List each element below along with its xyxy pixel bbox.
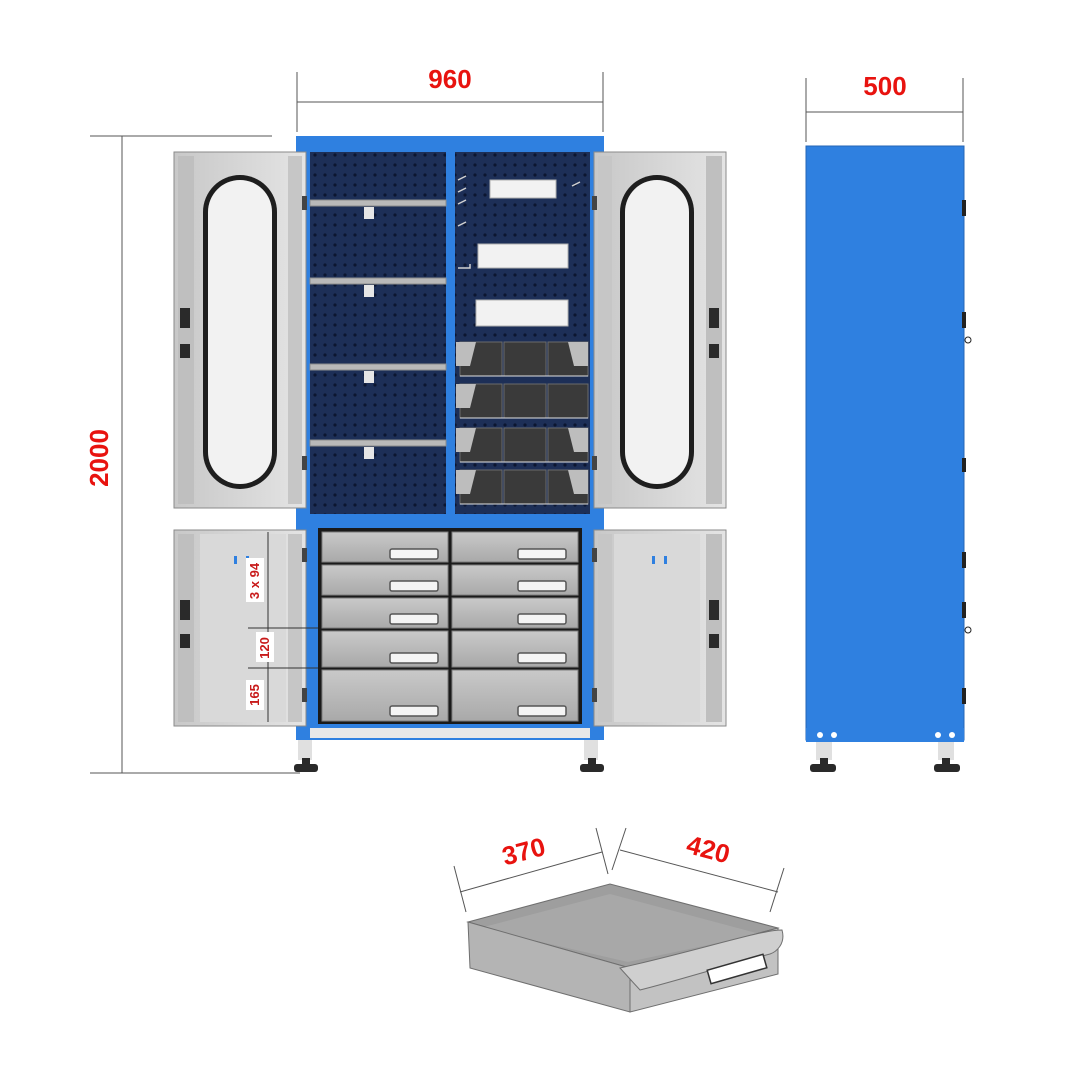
- upper-left-door: [173, 151, 307, 509]
- cabinet-front-view: [294, 136, 604, 772]
- drawer-detail-dimensions: [453, 827, 785, 913]
- lock-icon: [709, 600, 719, 648]
- lower-right-door: [592, 529, 727, 727]
- shelves: [309, 199, 447, 447]
- drawer-front-label: 3 x 94: [247, 562, 262, 599]
- leveling-foot-icon: [294, 740, 604, 772]
- width-label: 960: [428, 64, 471, 94]
- lock-icon: [709, 308, 719, 358]
- leveling-foot-icon: [810, 742, 960, 772]
- drawer-stack: [318, 528, 582, 724]
- handle-icon: [389, 548, 567, 717]
- hinge-icon: [592, 196, 597, 470]
- height-dimension: [90, 135, 300, 774]
- lock-icon: [180, 600, 190, 648]
- drawer: [451, 564, 579, 596]
- drawer-depth-label: 420: [683, 829, 733, 869]
- lock-icon: [180, 308, 190, 358]
- drawer-mid-label: 120: [257, 637, 272, 659]
- cabinet-side-view: [805, 145, 972, 772]
- pegboard-left: [310, 152, 446, 514]
- tool-holders: [475, 179, 569, 327]
- width-dimension: [296, 72, 604, 132]
- hinge-icon: [592, 548, 597, 702]
- depth-label: 500: [863, 71, 906, 101]
- handle-icon: [706, 953, 768, 985]
- hinge-icon: [302, 548, 307, 702]
- hinge-icon: [302, 196, 307, 470]
- drawer-width-label: 370: [499, 831, 549, 871]
- depth-dimension: [805, 78, 964, 142]
- upper-right-door: [592, 151, 727, 509]
- drawer-height-annotations: [248, 532, 318, 722]
- drawer-bottom-label: 165: [247, 684, 262, 706]
- drawer-detail: [466, 883, 784, 1013]
- height-label: 2000: [84, 429, 114, 487]
